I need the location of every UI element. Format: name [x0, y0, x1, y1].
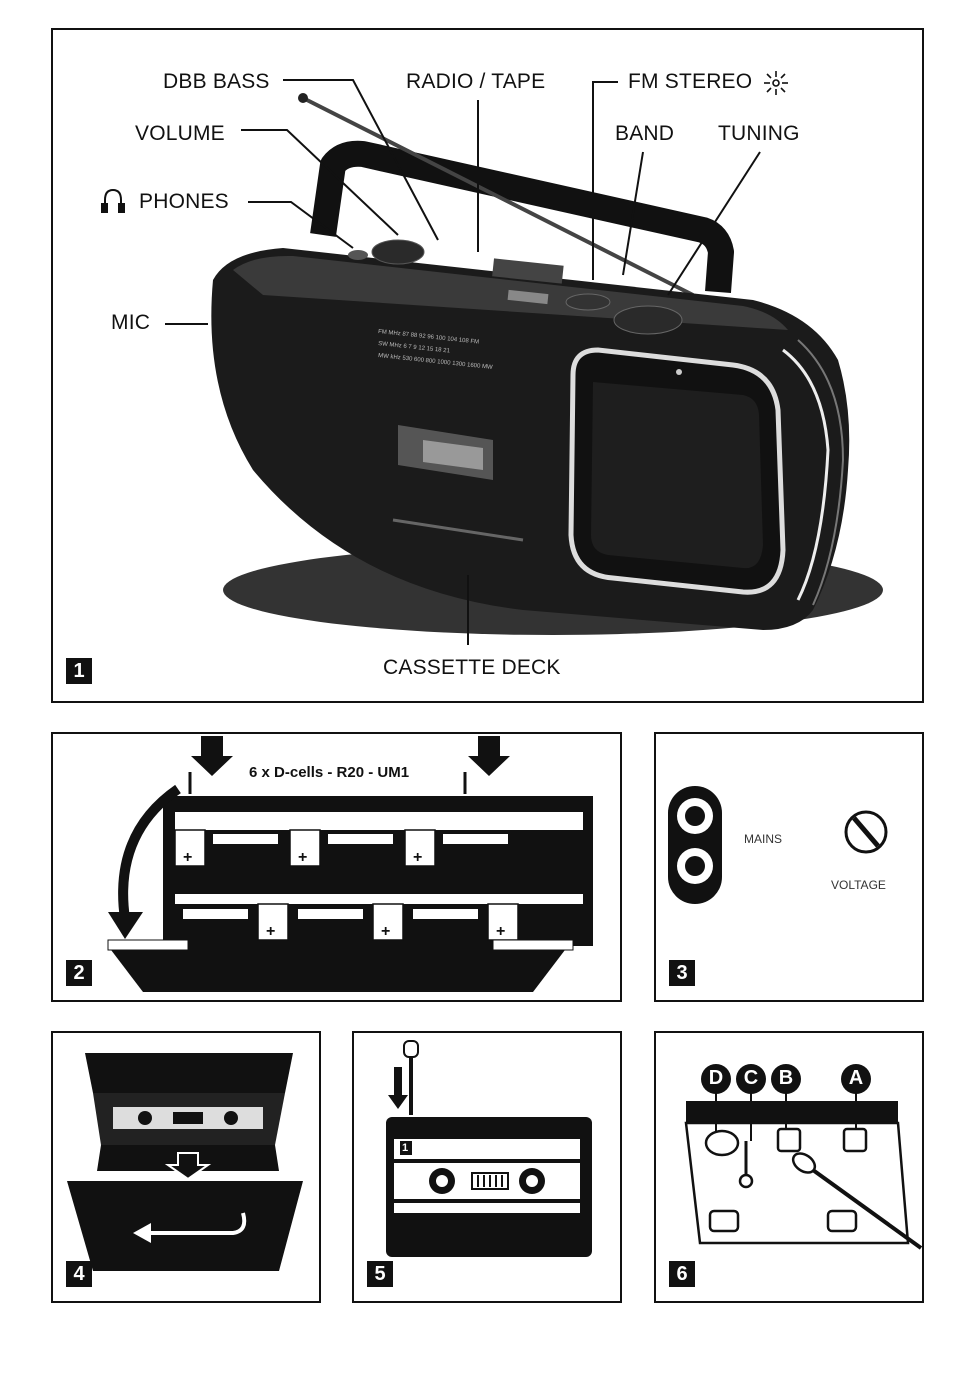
svg-text:+: + — [298, 849, 307, 866]
radio-tape-label: RADIO / TAPE — [406, 70, 546, 93]
head-cleaning-illustration — [684, 1064, 922, 1250]
voltage-selector-icon — [844, 810, 888, 854]
phones-label: PHONES — [139, 190, 229, 213]
point-d-label: D — [708, 1067, 724, 1089]
headphones-icon — [101, 188, 125, 213]
svg-text:+: + — [266, 923, 275, 940]
band-label: BAND — [615, 122, 675, 145]
figure-number: 5 — [367, 1261, 393, 1287]
figure-2-panel: + + + + + + 6 x D-cells - R20 - UM1 2 — [51, 732, 622, 1002]
point-b-label: B — [778, 1067, 794, 1089]
figure-number: 2 — [66, 960, 92, 986]
figure-number: 3 — [669, 960, 695, 986]
volume-label: VOLUME — [135, 122, 225, 145]
mains-label: MAINS — [744, 832, 783, 846]
figure-5-panel: 1 5 — [352, 1031, 622, 1303]
figure-4-panel: 4 — [51, 1031, 321, 1303]
point-c-label: C — [743, 1067, 759, 1089]
dbb-bass-label: DBB BASS — [163, 70, 270, 93]
voltage-label: VOLTAGE — [831, 878, 886, 892]
tape-tab-illustration — [386, 1040, 592, 1257]
figure-number: 1 — [66, 658, 92, 684]
svg-text:+: + — [381, 923, 390, 940]
figure-6-panel: D C B A 6 — [654, 1031, 924, 1303]
battery-compartment-illustration: + + + + + + — [107, 736, 593, 992]
figure-3-panel: MAINS VOLTAGE 3 — [654, 732, 924, 1002]
battery-caption: 6 x D-cells - R20 - UM1 — [249, 764, 410, 781]
fm-stereo-label: FM STEREO — [628, 70, 753, 93]
radio-cassette-illustration: FM MHz 87 88 92 96 100 104 108 FM SW MHz… — [101, 71, 883, 645]
point-a-label: A — [848, 1067, 864, 1089]
figure-number: 4 — [66, 1261, 92, 1287]
mic-label: MIC — [111, 311, 151, 334]
cassette-insert-illustration — [67, 1053, 303, 1271]
svg-text:+: + — [413, 849, 422, 866]
stereo-indicator-icon — [764, 71, 788, 95]
svg-text:+: + — [183, 849, 192, 866]
tape-side-label: 1 — [402, 1142, 409, 1154]
figure-1-panel: FM MHz 87 88 92 96 100 104 108 FM SW MHz… — [51, 28, 924, 703]
cassette-deck-label: CASSETTE DECK — [383, 656, 561, 679]
figure-number: 6 — [669, 1261, 695, 1287]
svg-text:+: + — [496, 923, 505, 940]
mains-socket-illustration — [668, 786, 888, 904]
tuning-label: TUNING — [718, 122, 800, 145]
